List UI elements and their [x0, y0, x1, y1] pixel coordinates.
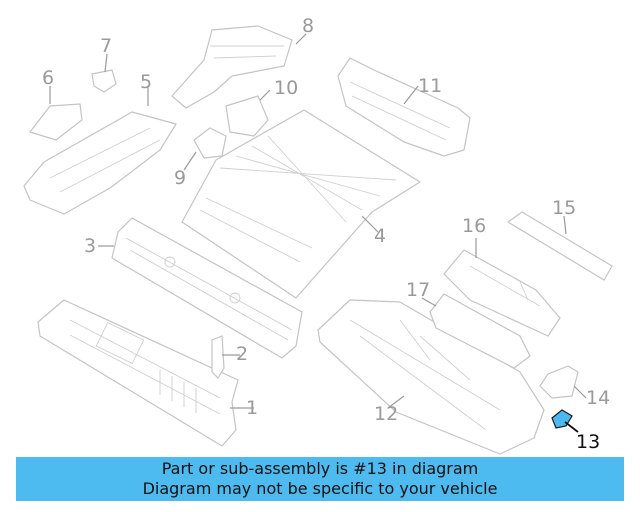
callout-16: 16: [462, 215, 486, 237]
part-2-shape: [211, 335, 225, 379]
part-4-shape: [181, 109, 421, 299]
leader-lines: [49, 33, 587, 433]
parts-diagram: 1 2 3 4 5 6 7 8 9 10 11 12 13 14 15 16 1…: [23, 15, 613, 455]
part-7-shape: [91, 69, 117, 93]
part-12-shape: [317, 299, 545, 455]
banner-line-2: Diagram may not be specific to your vehi…: [142, 479, 498, 498]
callout-4: 4: [374, 225, 386, 247]
callout-11: 11: [418, 75, 442, 97]
diagram-notice-banner: Part or sub-assembly is #13 in diagram D…: [16, 457, 624, 501]
part-8-shape: [171, 25, 293, 109]
part-3-shape: [111, 217, 303, 359]
part-11-shape: [337, 57, 471, 157]
part-1-shape: [37, 299, 239, 447]
part-17-shape: [429, 293, 531, 369]
callout-12: 12: [374, 403, 398, 425]
part-14-shape: [539, 365, 579, 399]
callout-15: 15: [552, 197, 576, 219]
part-16-shape: [443, 249, 561, 337]
callout-8: 8: [302, 15, 314, 37]
callout-2: 2: [236, 343, 248, 365]
banner-line-1: Part or sub-assembly is #13 in diagram: [161, 459, 479, 478]
callout-17: 17: [406, 279, 430, 301]
callout-9: 9: [174, 167, 186, 189]
callout-1: 1: [246, 397, 258, 419]
callout-6: 6: [42, 67, 54, 89]
part-15-shape: [507, 211, 613, 281]
part-5-shape: [23, 111, 177, 215]
callout-3: 3: [84, 235, 96, 257]
part-9-shape: [193, 127, 227, 159]
callout-5: 5: [140, 71, 152, 93]
callout-10: 10: [274, 77, 298, 99]
callout-13: 13: [576, 431, 600, 453]
part-10-shape: [225, 95, 269, 137]
callout-14: 14: [586, 387, 610, 409]
part-6-shape: [29, 103, 83, 141]
callout-7: 7: [100, 35, 112, 57]
